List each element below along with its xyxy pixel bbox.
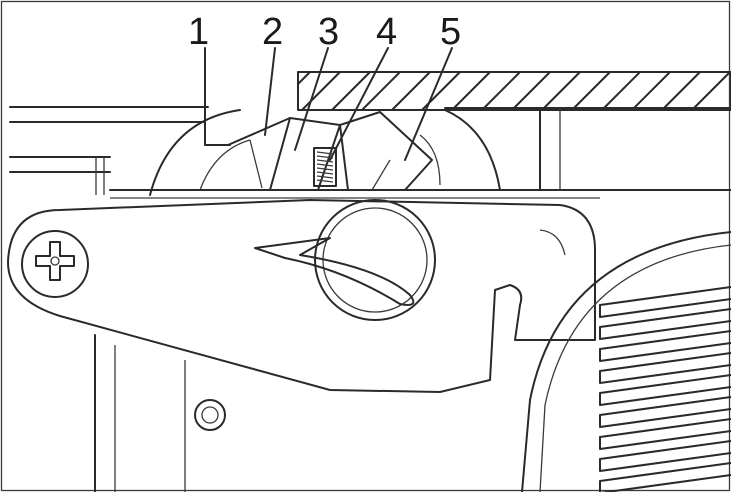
lower-housing [94,334,226,492]
screw-icon [21,230,89,298]
part-1-guard-plate [204,106,231,146]
callout-2-leader [264,47,276,136]
callout-5-label: 5 [440,11,461,53]
callout-3-label: 3 [318,11,339,53]
part-5-knife-holder [339,111,433,191]
pulley-wheel [314,199,436,321]
callout-4-leader [329,47,389,161]
motor-housing [521,231,731,492]
part-2-blade-wedge [227,117,291,191]
callout-3-leader [294,47,329,151]
callout-2-label: 2 [262,11,283,53]
callout-5-leader [404,47,453,161]
callouts: 1 2 3 4 5 [188,11,461,161]
infeed-table [9,106,731,199]
callout-4-label: 4 [376,11,397,53]
callout-1-label: 1 [188,11,209,53]
rotation-arrow-icon [254,237,415,306]
cutter-drum [149,109,501,196]
outfeed-table [444,107,731,191]
part-4-spring [313,147,337,187]
belt-guard [7,199,596,393]
hatched-top-plate [297,71,731,111]
